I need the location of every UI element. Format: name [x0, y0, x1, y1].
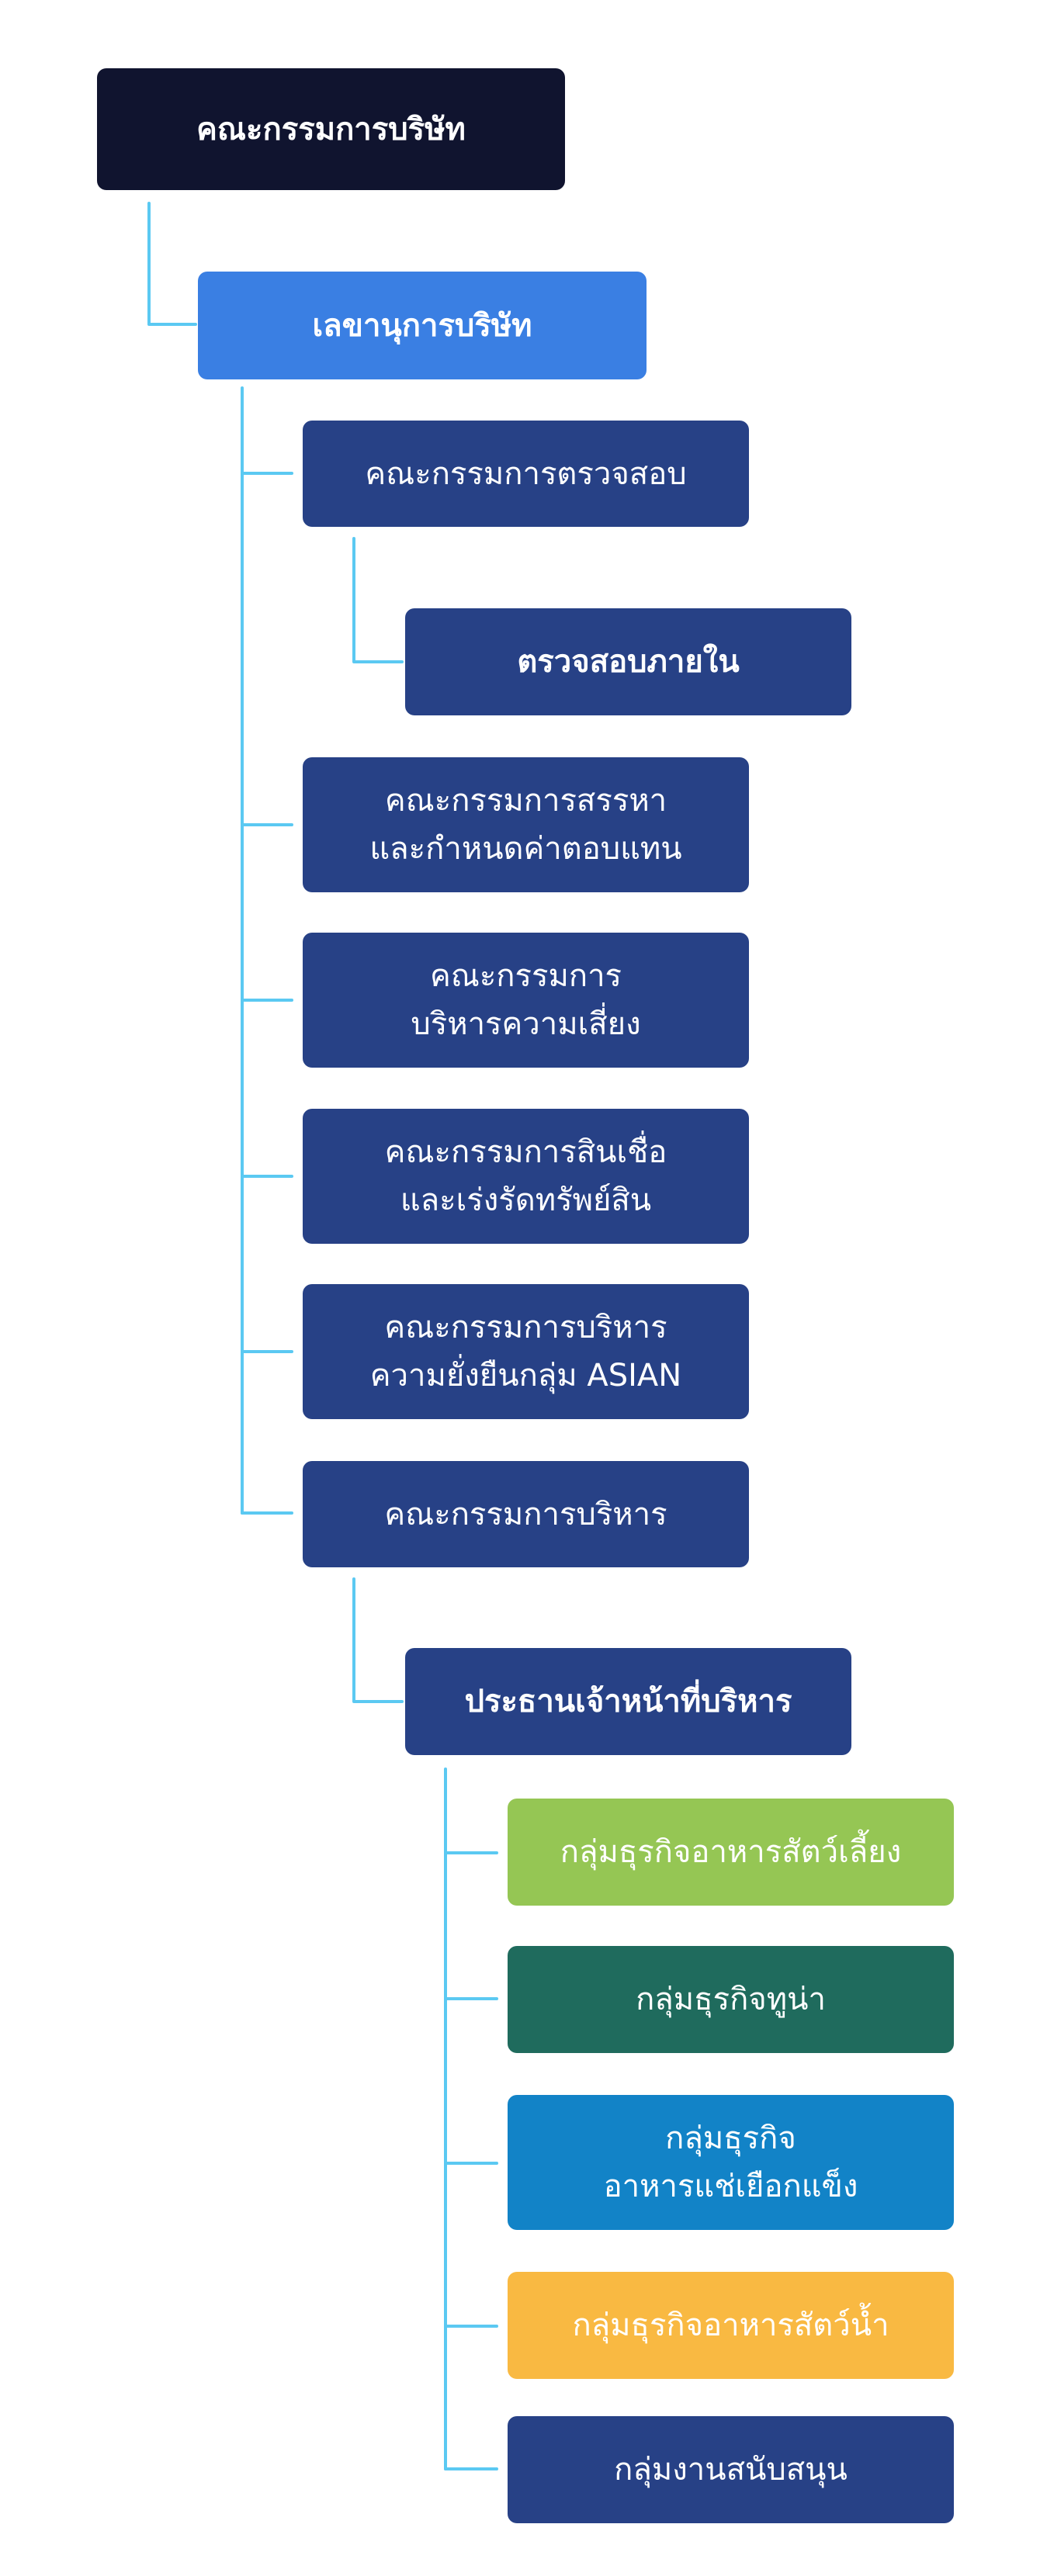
node-audit-committee: คณะกรรมการตรวจสอบ — [303, 421, 749, 527]
node-risk-management-committee: คณะกรรมการ บริหารความเสี่ยง — [303, 933, 749, 1068]
node-executive-committee: คณะกรรมการบริหาร — [303, 1461, 749, 1567]
node-frozen-food-business: กลุ่มธุรกิจ อาหารแช่เยือกแข็ง — [508, 2095, 954, 2230]
node-credit-committee: คณะกรรมการสินเชื่อ และเร่งรัดทรัพย์สิน — [303, 1109, 749, 1244]
node-company-secretary: เลขานุการบริษัท — [198, 272, 647, 379]
node-support-group: กลุ่มงานสนับสนุน — [508, 2416, 954, 2523]
node-tuna-business: กลุ่มธุรกิจทูน่า — [508, 1946, 954, 2053]
node-internal-audit: ตรวจสอบภายใน — [405, 608, 851, 715]
connector-board-secretary — [147, 202, 197, 326]
node-pet-food-business: กลุ่มธุรกิจอาหารสัตว์เลี้ยง — [508, 1799, 954, 1906]
connector-executive-ceo — [352, 1577, 404, 1703]
node-chief-executive-officer: ประธานเจ้าหน้าที่บริหาร — [405, 1648, 851, 1755]
node-sustainability-committee: คณะกรรมการบริหาร ความยั่งยืนกลุ่ม ASIAN — [303, 1284, 749, 1419]
node-board-of-directors: คณะกรรมการบริษัท — [97, 68, 565, 190]
connector-audit-internal — [352, 537, 404, 663]
node-nomination-remuneration-committee: คณะกรรมการสรรหา และกำหนดค่าตอบแทน — [303, 757, 749, 892]
node-aqua-feed-business: กลุ่มธุรกิจอาหารสัตว์น้ำ — [508, 2272, 954, 2379]
